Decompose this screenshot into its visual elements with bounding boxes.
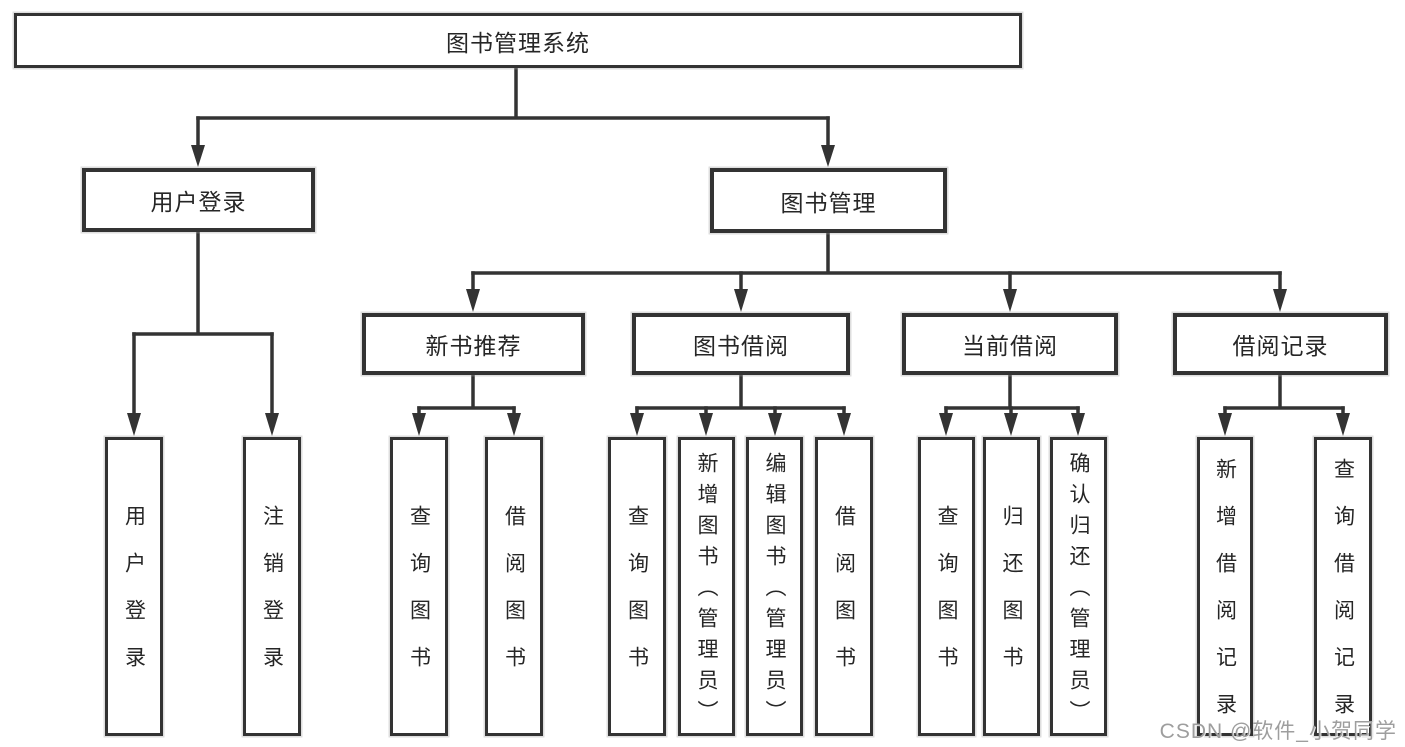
leaf-records-add-record-label: 新增借阅记录 <box>1213 457 1237 740</box>
leaf-user-login-label: 用户登录 <box>122 504 146 693</box>
node-new-book-recommend: 新书推荐 <box>362 313 585 375</box>
leaf-user-login: 用户登录 <box>105 437 163 736</box>
node-borrow-records: 借阅记录 <box>1173 313 1388 375</box>
leaf-borrowing-add-book-admin-label: 新增图书（管理员） <box>695 451 718 731</box>
leaf-newbook-query-book: 查询图书 <box>390 437 448 736</box>
leaf-current-confirm-return-admin: 确认归还（管理员） <box>1050 437 1107 736</box>
leaf-borrowing-borrow-book: 借阅图书 <box>815 437 873 736</box>
leaf-borrowing-edit-book-admin-label: 编辑图书（管理员） <box>763 451 786 731</box>
leaf-records-add-record: 新增借阅记录 <box>1197 437 1253 740</box>
leaf-current-return-book-label: 归还图书 <box>1000 504 1023 693</box>
leaf-borrowing-add-book-admin: 新增图书（管理员） <box>678 437 735 736</box>
leaf-borrowing-borrow-book-label: 借阅图书 <box>832 504 856 693</box>
leaf-current-query-book: 查询图书 <box>918 437 975 736</box>
leaf-newbook-query-book-label: 查询图书 <box>407 504 431 693</box>
leaf-current-query-book-label: 查询图书 <box>935 504 958 693</box>
csdn-watermark: CSDN @软件_小贺同学 <box>1159 720 1397 743</box>
leaf-logout-label: 注销登录 <box>260 504 284 693</box>
node-book-borrowing: 图书借阅 <box>632 313 850 375</box>
node-current-borrowing: 当前借阅 <box>902 313 1118 375</box>
leaf-logout: 注销登录 <box>243 437 301 736</box>
leaf-records-query-record-label: 查询借阅记录 <box>1331 457 1355 740</box>
leaf-current-confirm-return-admin-label: 确认归还（管理员） <box>1067 451 1090 731</box>
node-user-login: 用户登录 <box>82 168 315 232</box>
leaf-borrowing-edit-book-admin: 编辑图书（管理员） <box>746 437 803 736</box>
leaf-current-return-book: 归还图书 <box>983 437 1040 736</box>
leaf-records-query-record: 查询借阅记录 <box>1314 437 1372 740</box>
leaf-borrowing-query-book-label: 查询图书 <box>625 504 649 693</box>
leaf-borrowing-query-book: 查询图书 <box>608 437 666 736</box>
node-root: 图书管理系统 <box>14 13 1022 68</box>
node-book-management: 图书管理 <box>710 168 947 233</box>
leaf-newbook-borrow-book-label: 借阅图书 <box>502 504 526 693</box>
leaf-newbook-borrow-book: 借阅图书 <box>485 437 543 736</box>
